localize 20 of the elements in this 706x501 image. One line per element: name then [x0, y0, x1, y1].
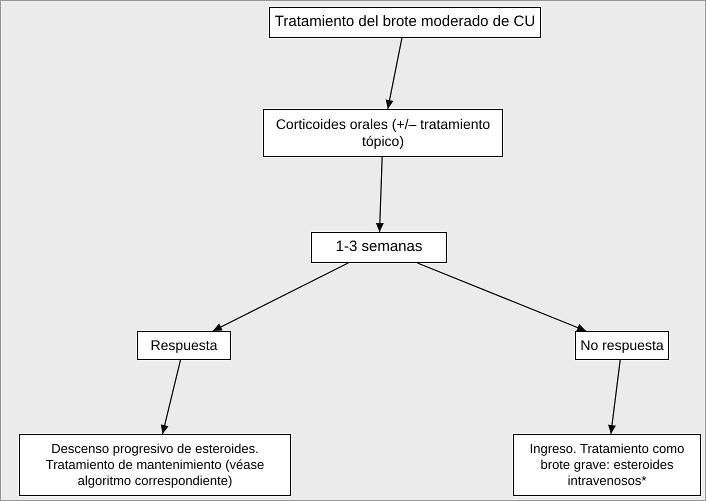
arrow	[608, 360, 621, 434]
box-text: Ingreso. Tratamiento como brote grave: esteroides intravenosos*	[528, 440, 686, 490]
process-box	[263, 109, 503, 157]
arrow	[212, 262, 348, 332]
process-box	[513, 434, 701, 496]
arrow	[417, 262, 586, 332]
box-text: No respuesta	[580, 336, 664, 354]
arrow	[160, 360, 182, 434]
box-text: Respuesta	[150, 336, 218, 354]
arrow	[376, 156, 384, 232]
process-box	[137, 331, 231, 360]
box-text: Corticoides orales (+/– tratamiento tópico)	[274, 116, 492, 150]
process-box	[269, 7, 541, 38]
process-box	[311, 232, 447, 263]
box-text: Tratamiento del brote moderado de CU	[274, 13, 536, 32]
arrow	[386, 38, 402, 110]
box-text: 1-3 semanas	[336, 238, 422, 257]
process-box	[575, 331, 669, 360]
process-box	[19, 434, 291, 496]
box-text: Descenso progresivo de esteroides. Tratamiento de mantenimiento (véase algoritmo correspondiente)	[44, 440, 266, 490]
